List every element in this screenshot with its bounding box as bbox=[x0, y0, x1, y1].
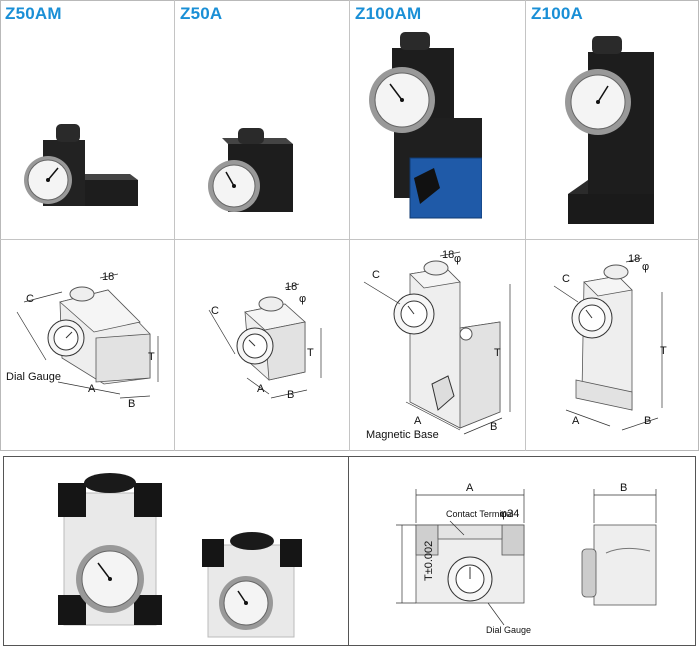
dim-18: 18 bbox=[628, 253, 640, 265]
dim-t-tolerance: T±0.002 bbox=[423, 541, 435, 581]
dim-phi: φ bbox=[454, 253, 461, 265]
dial-gauge-label: Dial Gauge bbox=[6, 371, 61, 383]
z50a-photo bbox=[198, 122, 308, 222]
contact-terminal-label: Contact Terminal bbox=[446, 509, 513, 519]
dim-b: B bbox=[287, 389, 294, 401]
dim-t: T bbox=[307, 347, 314, 359]
dim-c: C bbox=[372, 269, 380, 281]
dim-b: B bbox=[128, 398, 135, 410]
dim-b: B bbox=[490, 421, 497, 433]
grid-divider bbox=[174, 0, 175, 451]
dim-b: B bbox=[620, 482, 627, 494]
dim-a: A bbox=[466, 482, 474, 494]
dim-a: A bbox=[88, 383, 96, 395]
holder-photo-large bbox=[52, 469, 167, 629]
z100am-photo bbox=[362, 28, 482, 233]
dim-18: 18 bbox=[285, 281, 297, 293]
z50am-dimension-drawing: C 18 T A B Dial Gauge bbox=[0, 242, 174, 447]
dim-b: B bbox=[644, 415, 651, 427]
model-title-z50am: Z50AM bbox=[5, 4, 62, 23]
holder-dimension-drawing: A B T±0.002 Contact Terminal φ34 Dial Ga… bbox=[354, 459, 692, 643]
grid-divider bbox=[0, 239, 699, 240]
dim-c: C bbox=[26, 293, 34, 305]
dim-18: 18 bbox=[442, 249, 454, 261]
dim-phi: φ bbox=[299, 293, 306, 305]
dim-a: A bbox=[414, 415, 422, 427]
model-title-z100a: Z100A bbox=[531, 4, 584, 23]
model-title-z100am: Z100AM bbox=[355, 4, 422, 23]
grid-divider bbox=[525, 0, 526, 451]
z100a-dimension-drawing: C 18 φ T A B bbox=[526, 242, 698, 447]
z100am-dimension-drawing: C 18 φ T A B Magnetic Base bbox=[350, 242, 525, 447]
dim-18: 18 bbox=[102, 271, 114, 283]
dim-phi: φ bbox=[642, 261, 649, 273]
model-title-z50a: Z50A bbox=[180, 4, 223, 23]
dim-c: C bbox=[211, 305, 219, 317]
panel-divider bbox=[348, 457, 349, 645]
dim-t: T bbox=[494, 347, 501, 359]
accessory-panel: A B T±0.002 Contact Terminal φ34 Dial Ga… bbox=[3, 456, 696, 646]
grid-divider bbox=[349, 0, 350, 451]
z50am-photo bbox=[18, 118, 148, 218]
z50a-dimension-drawing: C 18 φ T A B bbox=[175, 242, 349, 447]
z100a-photo bbox=[562, 30, 662, 230]
dim-phi34: φ34 bbox=[500, 508, 519, 520]
dim-a: A bbox=[572, 415, 580, 427]
dim-t: T bbox=[660, 345, 667, 357]
magnetic-base-label: Magnetic Base bbox=[366, 429, 439, 441]
dim-a: A bbox=[257, 383, 265, 395]
dim-t: T bbox=[148, 351, 155, 363]
dim-c: C bbox=[562, 273, 570, 285]
holder-photo-small bbox=[200, 531, 304, 639]
dial-gauge-label-bottom: Dial Gauge bbox=[486, 625, 531, 635]
